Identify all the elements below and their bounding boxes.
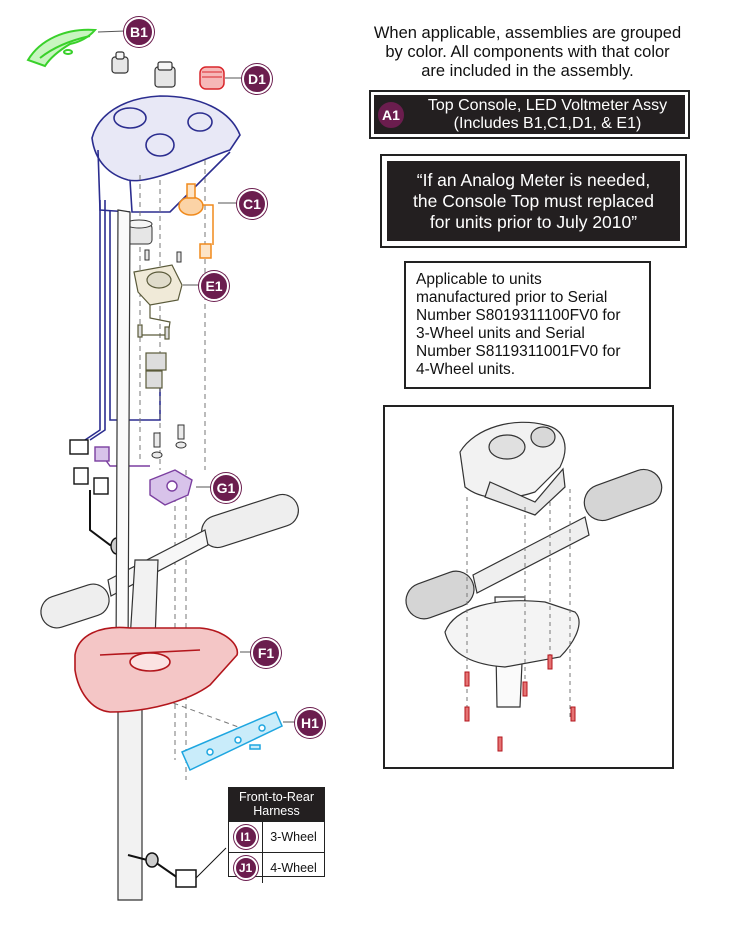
callout-e1: E1 — [199, 271, 229, 301]
harness-cell-badge: J1 — [229, 853, 262, 883]
serial-line-6: 4-Wheel units. — [416, 361, 516, 378]
handlebar-part — [40, 493, 299, 629]
inset-console-drawing — [405, 421, 663, 752]
knob-parts — [111, 51, 176, 88]
a1-title: Top Console, LED Voltmeter Assy — [427, 96, 668, 114]
harness-row-4-wheel: J1 4-Wheel — [229, 852, 324, 883]
g1-switch-assembly — [94, 446, 193, 506]
inset-illustration — [383, 405, 674, 769]
analog-line-1: “If an Analog Meter is needed, — [416, 169, 651, 190]
f1-console-bottom — [74, 626, 239, 713]
analog-line-3: for units prior to July 2010” — [429, 211, 638, 232]
a1-assembly-inner: A1 Top Console, LED Voltmeter Assy (Incl… — [374, 95, 685, 134]
serial-line-5: Number S8119311001FV0 for — [416, 343, 621, 360]
spacer-and-screws — [125, 219, 182, 263]
callout-d1: D1 — [242, 64, 272, 94]
serial-line-3: Number S8019311100FV0 for — [416, 307, 621, 324]
harness-cell-badge: I1 — [229, 822, 262, 852]
a1-includes: (Includes B1,C1,D1, & E1) — [453, 114, 642, 132]
harness-table: Front-to-Rear Harness I1 3-Wheel J1 4-Wh… — [228, 787, 325, 883]
console-top-part — [91, 95, 241, 213]
callout-i1: I1 — [233, 825, 258, 849]
callout-f1: F1 — [251, 638, 281, 668]
color-note-line-2: by color. All components with that color — [385, 43, 670, 61]
harness-title-line-1: Front-to-Rear — [238, 790, 315, 804]
harness-title-line-2: Harness — [253, 804, 300, 818]
analog-meter-inner: “If an Analog Meter is needed, the Conso… — [387, 161, 680, 241]
callout-a1: A1 — [376, 99, 406, 130]
serial-line-2: manufactured prior to Serial — [416, 289, 608, 306]
callout-g1: G1 — [211, 473, 241, 503]
harness-label-3-wheel: 3-Wheel — [262, 822, 324, 852]
e1-display-module — [133, 264, 183, 389]
d1-knob-part — [199, 66, 225, 90]
a1-assembly-text: Top Console, LED Voltmeter Assy (Include… — [410, 97, 685, 133]
serial-number-note: Applicable to units manufactured prior t… — [404, 261, 651, 389]
callout-c1: C1 — [237, 189, 267, 219]
color-grouping-note: When applicable, assemblies are grouped … — [355, 24, 700, 81]
harness-label-4-wheel: 4-Wheel — [262, 853, 324, 883]
color-note-line-3: are included in the assembly. — [421, 62, 634, 80]
harness-table-title: Front-to-Rear Harness — [229, 788, 324, 821]
h1-plate-part — [181, 711, 283, 772]
serial-line-4: 3-Wheel units and Serial — [416, 325, 585, 342]
serial-line-1: Applicable to units — [416, 271, 542, 288]
harness-connector — [127, 847, 227, 888]
analog-line-2: the Console Top must replaced — [413, 190, 654, 211]
b1-shroud-part — [26, 28, 98, 68]
g1-screws — [151, 424, 187, 459]
a1-assembly-box: A1 Top Console, LED Voltmeter Assy (Incl… — [369, 90, 690, 139]
callout-j1: J1 — [233, 856, 258, 880]
tiller-column — [115, 209, 159, 901]
analog-meter-note: “If an Analog Meter is needed, the Conso… — [380, 154, 687, 248]
color-note-line-1: When applicable, assemblies are grouped — [373, 24, 682, 42]
c1-bracket-part — [178, 183, 214, 259]
harness-row-3-wheel: I1 3-Wheel — [229, 821, 324, 852]
callout-h1: H1 — [295, 708, 325, 738]
callout-b1: B1 — [124, 17, 154, 47]
